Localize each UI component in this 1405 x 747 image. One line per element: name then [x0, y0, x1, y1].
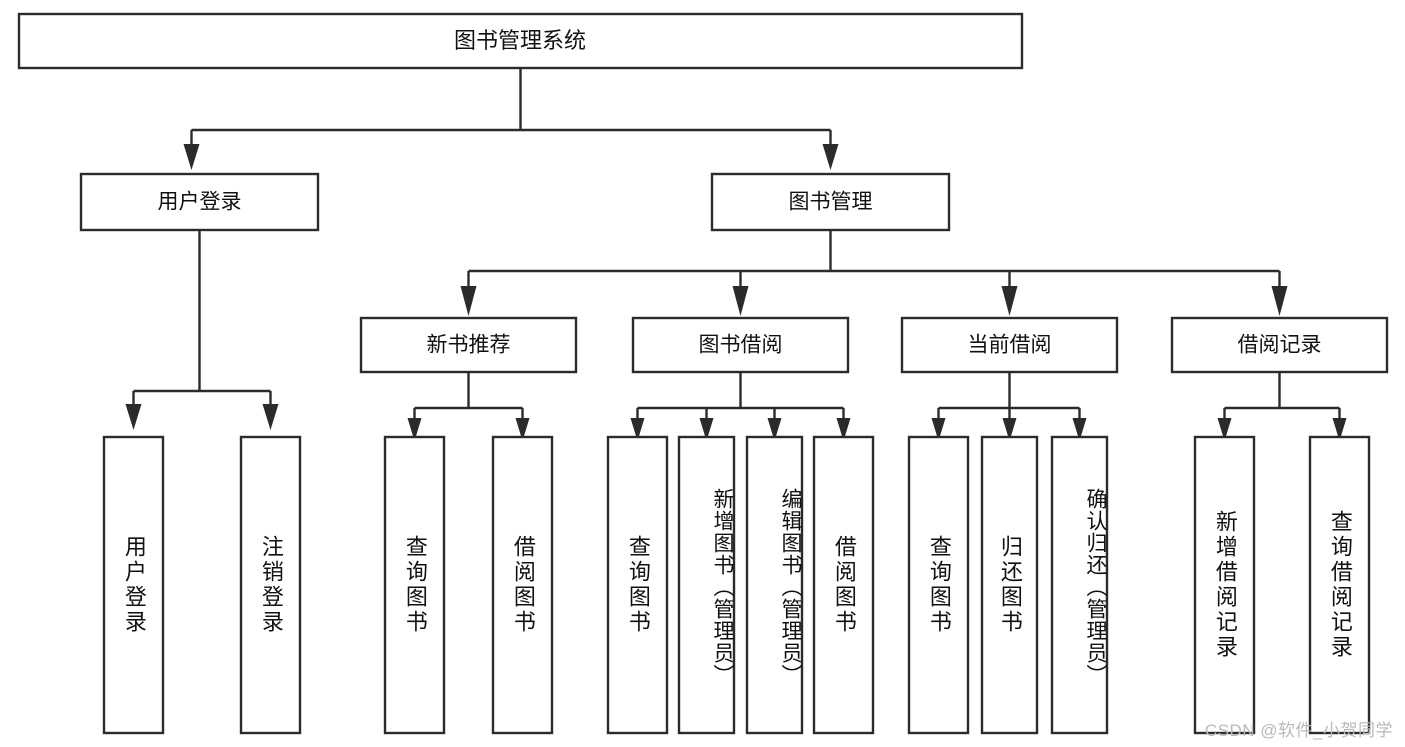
leaf-box-query-book-2[interactable]: [606, 435, 669, 735]
leaf-box-query-record[interactable]: [1308, 435, 1371, 735]
leaf-box-edit-book[interactable]: [745, 435, 804, 735]
arrow-to-leaf-edit-book: [767, 418, 782, 441]
arrow-to-leaf-query-book-1: [407, 418, 422, 441]
leaf-box-add-book[interactable]: [677, 435, 736, 735]
arrow-to-leaf-query-book-2: [630, 418, 645, 441]
connector-book-borrow-leaves: [630, 372, 851, 441]
user-login-box[interactable]: [79, 172, 320, 232]
arrow-to-borrow-record: [1271, 286, 1288, 316]
new-book-recommend-box[interactable]: [359, 316, 578, 374]
arrow-to-user-login: [183, 144, 200, 170]
arrow-to-leaf-borrow-book-2: [836, 418, 851, 441]
current-borrow-label: 当前借阅: [968, 334, 1052, 357]
book-borrow-label: 图书借阅: [699, 334, 783, 357]
connector-user-login-leaves: [125, 230, 279, 430]
leaf-box-return-book[interactable]: [980, 435, 1039, 735]
arrow-to-new-book-recommend: [460, 286, 477, 316]
csdn-watermark: CSDN @软件_小贺同学: [1204, 721, 1393, 740]
node-new-book-recommend[interactable]: 新书推荐: [359, 316, 578, 374]
arrow-to-leaf-add-book: [699, 418, 714, 441]
arrow-to-leaf-query-book-3: [931, 418, 946, 441]
arrow-to-leaf-return-book: [1002, 418, 1017, 441]
connector-book-management-children: [460, 230, 1288, 316]
node-book-borrow[interactable]: 图书借阅: [631, 316, 850, 374]
book-management-label: 图书管理: [789, 191, 873, 214]
connector-new-book-recommend-leaves: [407, 372, 530, 441]
connector-borrow-record-leaves: [1217, 372, 1347, 441]
arrow-to-leaf-user-logout: [262, 404, 279, 430]
node-borrow-record[interactable]: 借阅记录: [1170, 316, 1389, 374]
connector-current-borrow-leaves: [931, 372, 1087, 441]
arrow-to-leaf-user-login: [125, 404, 142, 430]
leaf-box-borrow-book-1[interactable]: [491, 435, 554, 735]
arrow-to-leaf-query-record: [1332, 418, 1347, 441]
leaf-box-user-logout[interactable]: [239, 435, 302, 735]
leaf-box-query-book-3[interactable]: [907, 435, 970, 735]
arrow-to-book-borrow: [732, 286, 749, 316]
leaf-box-user-login[interactable]: [102, 435, 165, 735]
node-book-management[interactable]: 图书管理: [710, 172, 951, 232]
node-user-login[interactable]: 用户登录: [79, 172, 320, 232]
node-current-borrow[interactable]: 当前借阅: [900, 316, 1119, 374]
user-login-label: 用户登录: [158, 191, 242, 214]
leaf-box-borrow-book-2[interactable]: [812, 435, 875, 735]
root-label: 图书管理系统: [454, 28, 586, 53]
arrow-to-leaf-confirm-return: [1072, 418, 1087, 441]
current-borrow-box[interactable]: [900, 316, 1119, 374]
arrow-to-current-borrow: [1001, 286, 1018, 316]
new-book-recommend-label: 新书推荐: [427, 334, 511, 357]
leaf-box-add-record[interactable]: [1193, 435, 1256, 735]
leaf-box-query-book-1[interactable]: [383, 435, 446, 735]
arrow-to-leaf-add-record: [1217, 418, 1232, 441]
root-box[interactable]: [17, 12, 1024, 70]
borrow-record-label: 借阅记录: [1238, 334, 1322, 357]
leaf-box-confirm-return[interactable]: [1050, 435, 1109, 735]
node-root[interactable]: 图书管理系统: [17, 12, 1024, 70]
arrow-to-book-management: [822, 144, 839, 170]
connector-root-split: [183, 68, 839, 170]
arrow-to-leaf-borrow-book-1: [515, 418, 530, 441]
